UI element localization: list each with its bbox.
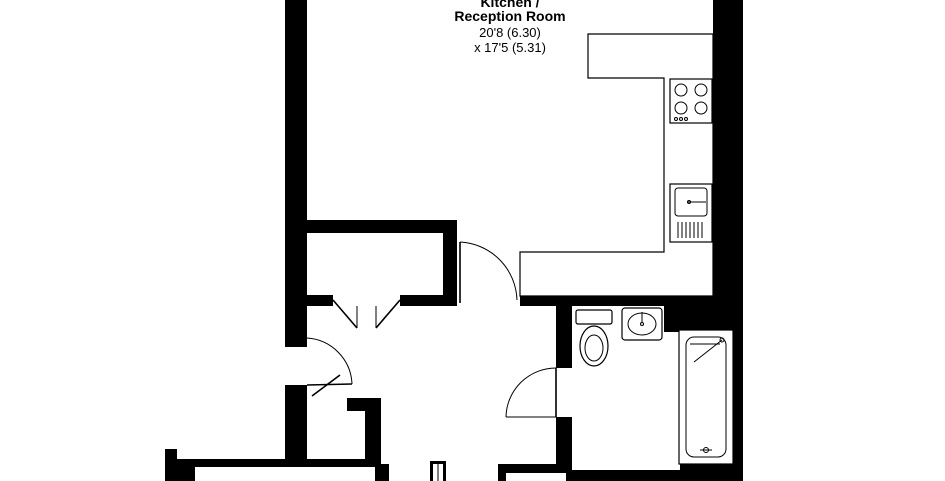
wall-bath-top: [520, 296, 718, 306]
kitchen-worktop: [519, 33, 714, 297]
bottom-strip-inner-right: [506, 473, 566, 481]
room-name-line1: Kitchen /: [480, 0, 539, 10]
basin-icon: [621, 307, 663, 341]
toilet-icon: [575, 309, 613, 367]
wall-bottom-mid-left: [381, 464, 389, 481]
radiator-icon: [430, 461, 446, 481]
wall-bottom-far-right: [680, 464, 743, 481]
reception-door: [459, 241, 518, 303]
walls: [165, 0, 743, 481]
room-dimension-line1: 20'8 (6.30): [479, 25, 541, 40]
wall-bath-right: [733, 330, 743, 481]
wall-cupboard-right: [443, 220, 457, 303]
corridor-door: [306, 337, 353, 397]
room-name-line2: Reception Room: [454, 8, 565, 24]
kitchen-sink-icon: [669, 183, 713, 243]
wall-cupboard-right-stub: [400, 295, 457, 306]
wall-cupboard-top: [307, 220, 457, 233]
wall-store-right-top: [347, 398, 381, 411]
wall-left-upper: [285, 0, 307, 232]
wall-store-right: [365, 398, 381, 464]
wall-bath-right-top: [664, 306, 718, 332]
room-dimension-line2: x 17'5 (5.31): [474, 40, 546, 55]
wall-bottom-far-left: [165, 449, 177, 481]
wall-left-mid: [285, 232, 307, 335]
bottom-strip-inner: [195, 467, 375, 481]
hob-icon: [669, 78, 713, 124]
wall-store-left-top: [285, 385, 299, 401]
wall-bottom-right: [572, 470, 680, 481]
wall-store-left: [285, 385, 307, 459]
bathtub-icon: [678, 329, 734, 465]
wall-corridor-left: [285, 335, 307, 347]
wall-right-exterior: [713, 0, 743, 335]
room-label-kitchen-reception: Kitchen / Reception Room 20'8 (6.30) x 1…: [454, 0, 565, 55]
bathroom-door: [505, 367, 557, 418]
cupboard-double-door: [332, 299, 401, 329]
wall-cupboard-left-stub: [307, 295, 333, 306]
wall-bath-left-upper: [556, 306, 572, 368]
